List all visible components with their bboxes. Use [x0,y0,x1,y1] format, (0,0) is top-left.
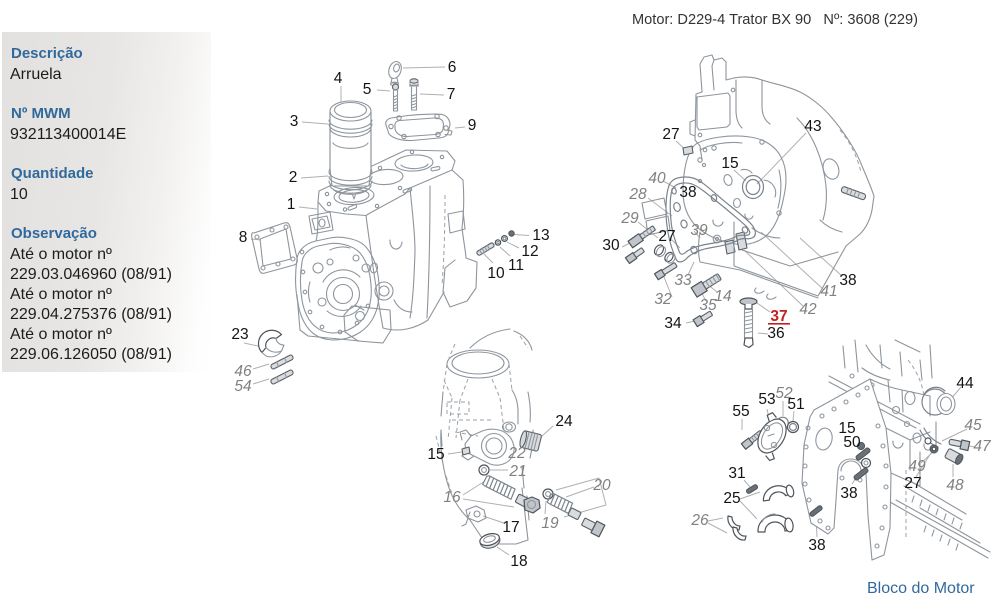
svg-text:41: 41 [820,283,837,300]
svg-text:6: 6 [448,59,457,76]
svg-text:29: 29 [620,210,639,227]
svg-text:27: 27 [662,126,679,143]
svg-text:16: 16 [443,489,461,506]
svg-text:22: 22 [507,445,526,462]
svg-text:37: 37 [770,308,787,325]
svg-text:23: 23 [231,326,248,343]
svg-text:15: 15 [721,155,738,172]
svg-text:4: 4 [334,70,343,87]
svg-text:47: 47 [973,438,992,455]
svg-text:5: 5 [363,81,372,98]
svg-text:12: 12 [521,243,538,260]
svg-text:38: 38 [840,485,857,502]
svg-text:26: 26 [690,512,709,529]
svg-text:33: 33 [674,272,692,289]
svg-text:19: 19 [541,515,559,532]
svg-text:45: 45 [964,417,982,434]
svg-text:13: 13 [532,227,549,244]
svg-text:8: 8 [239,229,248,246]
svg-text:36: 36 [767,325,784,342]
svg-text:28: 28 [628,186,647,203]
svg-text:40: 40 [648,170,666,187]
svg-text:21: 21 [508,463,526,480]
svg-text:15: 15 [838,420,855,437]
svg-text:50: 50 [843,434,861,451]
svg-text:18: 18 [510,553,527,570]
svg-text:15: 15 [427,446,444,463]
svg-text:38: 38 [839,272,856,289]
svg-text:53: 53 [758,391,775,408]
svg-text:34: 34 [664,315,682,332]
svg-text:14: 14 [714,288,732,305]
svg-text:17: 17 [502,519,519,536]
svg-text:52: 52 [775,385,793,402]
svg-text:9: 9 [468,117,477,134]
svg-text:31: 31 [728,465,745,482]
svg-text:38: 38 [808,537,825,554]
svg-text:30: 30 [602,237,620,254]
svg-text:11: 11 [508,257,524,274]
svg-text:51: 51 [787,396,804,413]
svg-text:43: 43 [804,118,821,135]
svg-text:24: 24 [555,413,573,430]
svg-text:1: 1 [287,196,296,213]
svg-text:55: 55 [732,403,749,420]
svg-text:49: 49 [908,458,926,475]
svg-text:38: 38 [679,184,696,201]
svg-text:32: 32 [654,291,672,308]
svg-text:39: 39 [690,222,708,239]
svg-text:7: 7 [447,86,456,103]
svg-text:27: 27 [904,475,921,492]
svg-text:3: 3 [290,113,299,130]
svg-text:46: 46 [234,363,252,380]
svg-text:25: 25 [723,490,740,507]
svg-text:35: 35 [699,297,717,314]
svg-text:54: 54 [234,378,252,395]
svg-text:10: 10 [487,265,505,282]
svg-text:27: 27 [658,228,675,245]
svg-text:44: 44 [956,375,974,392]
svg-text:2: 2 [289,169,298,186]
svg-text:20: 20 [592,477,611,494]
svg-text:48: 48 [946,477,964,494]
svg-text:42: 42 [799,301,817,318]
